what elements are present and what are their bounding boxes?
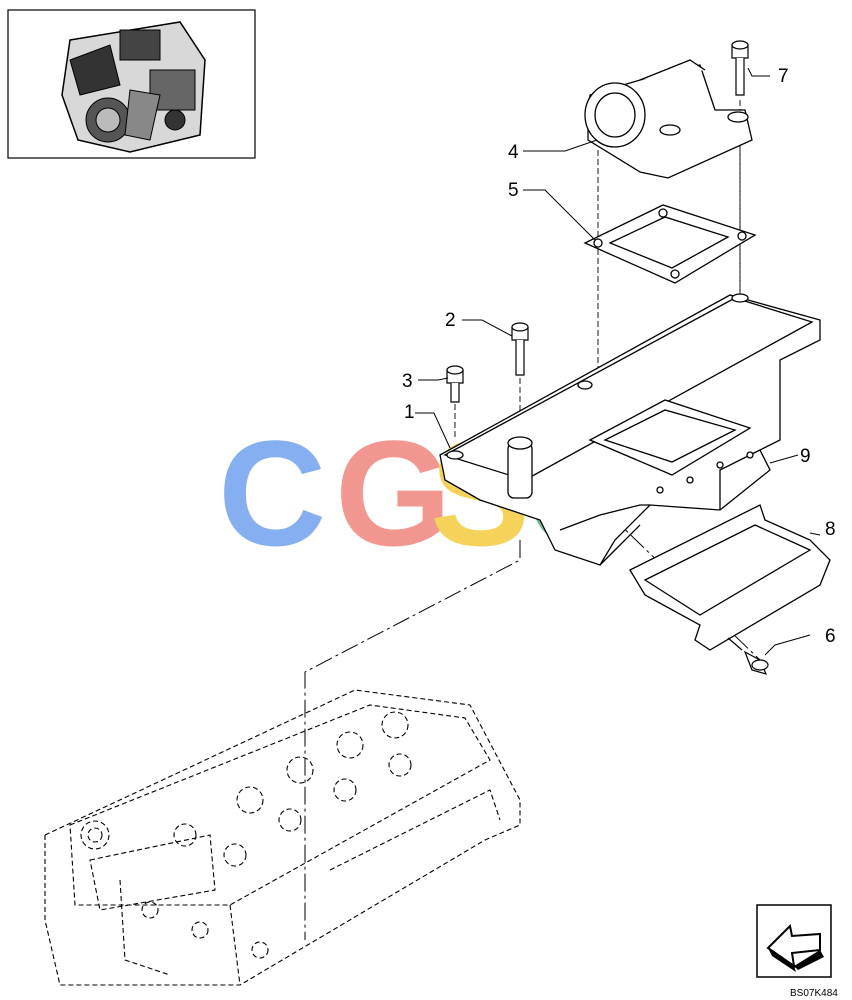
engine-thumbnail [7, 9, 256, 159]
callout-8: 8 [825, 519, 836, 540]
cylinder-head-outline [44, 689, 521, 986]
navigation-arrow-icon[interactable] [756, 904, 832, 978]
part-8-side-gasket [629, 504, 831, 651]
part-1-intake-manifold [439, 293, 821, 566]
callouts: 1 2 3 4 5 6 7 8 9 [402, 66, 836, 647]
bolt-6 [727, 637, 769, 675]
callout-5: 5 [508, 180, 519, 201]
part-4-elbow-housing [584, 59, 753, 179]
callout-3: 3 [402, 371, 413, 392]
bolt-2 [511, 322, 529, 376]
part-5-gasket [583, 204, 757, 284]
watermark-letter-g: G [335, 409, 452, 577]
callout-1: 1 [404, 402, 415, 423]
bolt-3 [446, 365, 464, 403]
leader-lines [415, 67, 821, 656]
callout-9: 9 [800, 446, 811, 467]
callout-7: 7 [778, 66, 789, 87]
bolt-7 [731, 40, 749, 96]
drawing-code: BS07K484 [790, 988, 838, 999]
callout-6: 6 [825, 626, 836, 647]
callout-2: 2 [445, 310, 456, 331]
callout-4: 4 [508, 142, 519, 163]
watermark-letter-c1: C [218, 409, 326, 577]
